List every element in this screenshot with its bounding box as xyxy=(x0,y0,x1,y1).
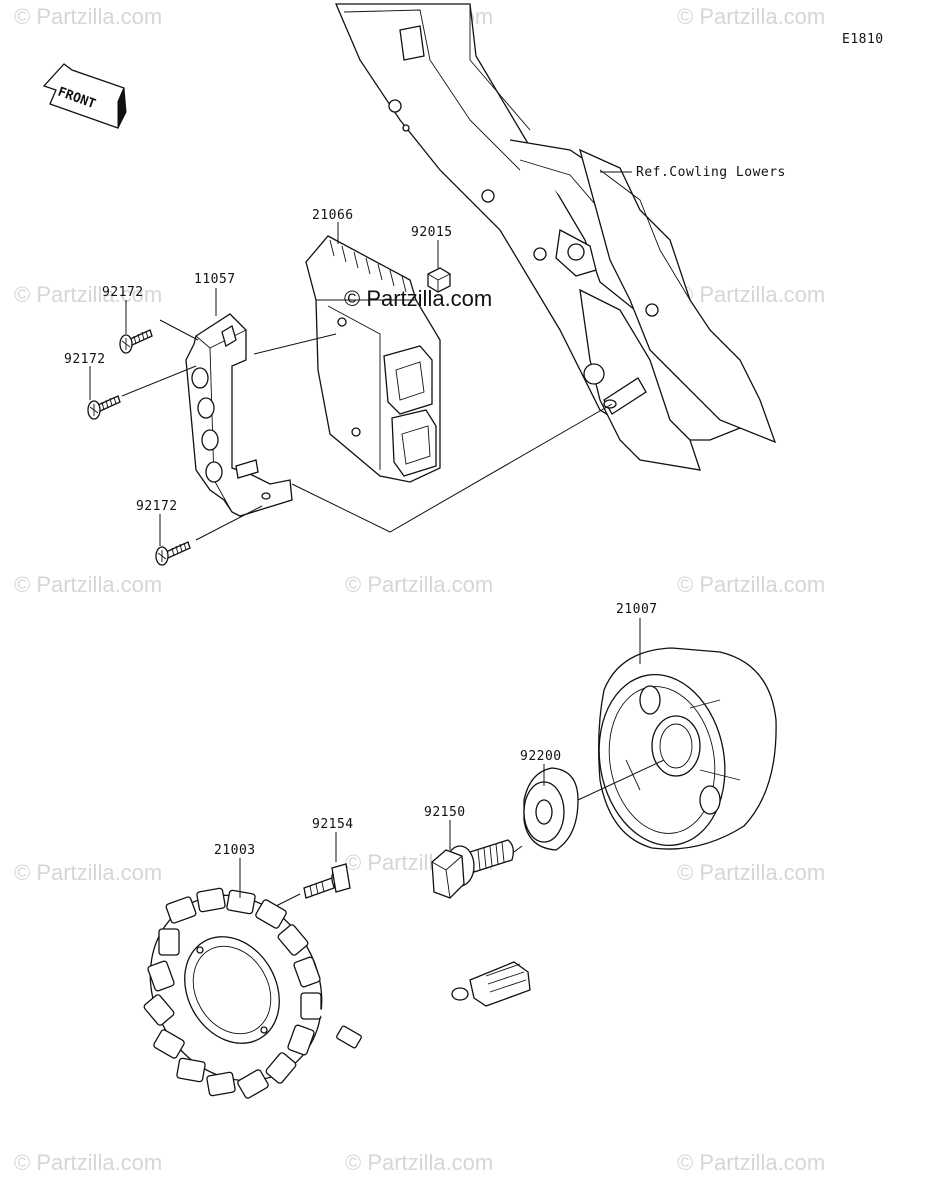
leader-line xyxy=(291,403,613,533)
watermark: © Partzilla.com xyxy=(14,4,162,29)
leader-line xyxy=(275,893,301,907)
leader-line xyxy=(513,845,523,853)
reference-note: Ref.Cowling Lowers xyxy=(636,165,786,180)
watermark: © Partzilla.com xyxy=(677,1150,825,1175)
leader-line xyxy=(195,505,263,541)
watermark: © Partzilla.com xyxy=(14,572,162,597)
leader-line xyxy=(121,365,197,397)
flywheel-rotor xyxy=(598,647,777,850)
stator-bolt xyxy=(303,863,351,899)
washer xyxy=(523,767,579,851)
part-number-21066: 21066 xyxy=(312,208,354,223)
part-number-92200: 92200 xyxy=(520,749,562,764)
part-number-92172: 92172 xyxy=(136,499,178,514)
leader-line xyxy=(253,333,337,355)
watermark: © Partzilla.com xyxy=(14,282,162,307)
regulator-rectifier xyxy=(305,235,441,483)
part-number-92172: 92172 xyxy=(102,285,144,300)
watermark: © Partzilla.com xyxy=(14,860,162,885)
watermark: © Partzilla.com xyxy=(677,572,825,597)
front-arrow-icon: FRONT xyxy=(42,63,127,129)
nut xyxy=(427,267,451,293)
watermark: © Partzilla.com xyxy=(345,572,493,597)
part-number-92015: 92015 xyxy=(411,225,453,240)
leader-line xyxy=(577,759,665,801)
bolt xyxy=(155,541,191,566)
leader-line xyxy=(159,319,199,341)
center-watermark: © Partzilla.com xyxy=(344,286,492,311)
part-number-92172: 92172 xyxy=(64,352,106,367)
mounting-bracket xyxy=(185,313,293,517)
part-number-92154: 92154 xyxy=(312,817,354,832)
watermark: © Partzilla.com xyxy=(677,282,825,307)
watermark: © Partzilla.com xyxy=(345,1150,493,1175)
frame-cowling xyxy=(335,3,777,471)
bolt xyxy=(119,329,153,354)
bolt xyxy=(87,395,121,420)
watermark: © Partzilla.com xyxy=(677,4,825,29)
watermark: © Partzilla.com xyxy=(677,860,825,885)
part-number-21007: 21007 xyxy=(616,602,658,617)
part-number-92150: 92150 xyxy=(424,805,466,820)
diagram-code: E1810 xyxy=(842,32,884,47)
flange-bolt xyxy=(431,839,514,899)
part-number-11057: 11057 xyxy=(194,272,236,287)
part-number-21003: 21003 xyxy=(214,843,256,858)
stator-coil xyxy=(143,887,531,1099)
watermark: © Partzilla.com xyxy=(14,1150,162,1175)
